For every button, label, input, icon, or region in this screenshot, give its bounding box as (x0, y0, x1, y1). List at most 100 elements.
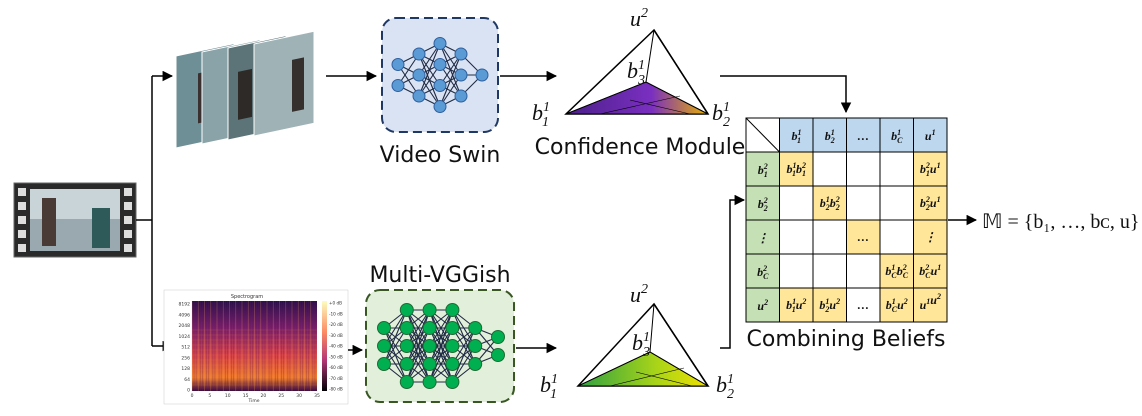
net-node (468, 339, 483, 353)
matrix-cell (913, 253, 948, 289)
spec-y-tick: 4096 (179, 312, 191, 318)
net-edge (429, 309, 453, 347)
corner-diagonal (745, 117, 780, 153)
net-node (377, 321, 391, 335)
matrix-cell (779, 185, 814, 221)
net-node (475, 68, 489, 82)
spec-y-tick: 2048 (179, 323, 191, 329)
spec-x-tick: 0 (191, 393, 194, 399)
net-edge (383, 309, 408, 347)
matrix-row-header (745, 185, 780, 221)
net-node (468, 321, 483, 335)
matrix-cell (879, 219, 914, 255)
cell-label: u1u2 (920, 292, 941, 312)
net-edge (383, 327, 408, 365)
multi-vggish-network (365, 289, 515, 403)
net-node (445, 357, 460, 371)
net-node (377, 357, 391, 371)
net-node (399, 375, 414, 389)
net-edge (451, 327, 476, 383)
net-node (377, 339, 391, 353)
matrix-cell (846, 253, 881, 289)
net-node (491, 330, 505, 344)
net-node (454, 89, 468, 103)
spec-x-tick: 25 (278, 393, 284, 399)
net-edge (406, 327, 431, 383)
net-edge (429, 327, 453, 383)
matrix-connectors (720, 75, 978, 349)
spec-y-tick: 512 (181, 345, 190, 351)
cell-label: u1 (925, 128, 936, 143)
net-node (433, 79, 447, 92)
video-swin-network (381, 17, 499, 133)
matrix-cell (812, 151, 847, 187)
matrix-cell (779, 151, 814, 187)
spec-cbar-tick: -20 dB (329, 322, 343, 327)
net-edge (429, 345, 453, 383)
output-mass-formula: 𝕄 = {b₁, …, bᴄ, u} (982, 211, 1140, 233)
matrix-cell (846, 151, 881, 187)
net-node (422, 321, 437, 335)
net-node (468, 357, 483, 371)
matrix-cell (779, 253, 814, 289)
apex-u-label: u2 (630, 6, 648, 31)
spec-x-tick: 30 (296, 393, 302, 399)
net-node (412, 47, 426, 61)
apex-u-label-audio: u2 (630, 282, 648, 307)
spectrogram-plot (192, 301, 317, 391)
multi-vggish-label: Multi-VGGish (369, 263, 510, 288)
net-edge (451, 345, 476, 383)
net-node (412, 68, 426, 82)
net-node (422, 375, 437, 389)
spec-y-tick: 0 (187, 388, 190, 394)
net-edge (418, 43, 441, 97)
matrix-col-header (812, 117, 847, 153)
spec-y-tick: 256 (181, 355, 190, 361)
spec-cbar-tick: -10 dB (329, 311, 343, 316)
spec-x-tick: 15 (243, 393, 249, 399)
spectrogram-title: Spectrogram (231, 294, 263, 300)
matrix-cell (846, 287, 881, 323)
matrix-cell (779, 287, 814, 323)
matrix-row-header (745, 287, 780, 323)
net-node (422, 339, 437, 353)
cell-label: ⋮ (757, 231, 769, 245)
spec-y-tick: 128 (181, 366, 190, 372)
confidence-module-label: Confidence Module (535, 135, 746, 160)
net-node (399, 321, 414, 335)
input-video-filmstrip (13, 182, 137, 258)
matrix-cell (779, 219, 814, 255)
net-node (412, 89, 426, 103)
net-node (454, 47, 468, 61)
matrix-cell (812, 287, 847, 323)
net-node (391, 58, 405, 71)
cell-label: … (857, 298, 869, 312)
net-node (491, 348, 505, 362)
matrix-cell (879, 151, 914, 187)
net-node (433, 37, 447, 50)
spec-cbar-tick: +0 dB (329, 301, 342, 306)
net-node (454, 68, 468, 82)
spectrogram-texture (191, 301, 317, 391)
spec-cbar-tick: -60 dB (329, 365, 343, 370)
matrix-cell (913, 185, 948, 221)
spectrogram-colorbar-ticks: +0 dB-10 dB-20 dB-30 dB-40 dB-50 dB-60 d… (329, 301, 343, 392)
matrix-col-header (779, 117, 814, 153)
spec-x-tick: 10 (225, 393, 231, 399)
matrix-cell (846, 185, 881, 221)
net-edge (429, 309, 453, 365)
